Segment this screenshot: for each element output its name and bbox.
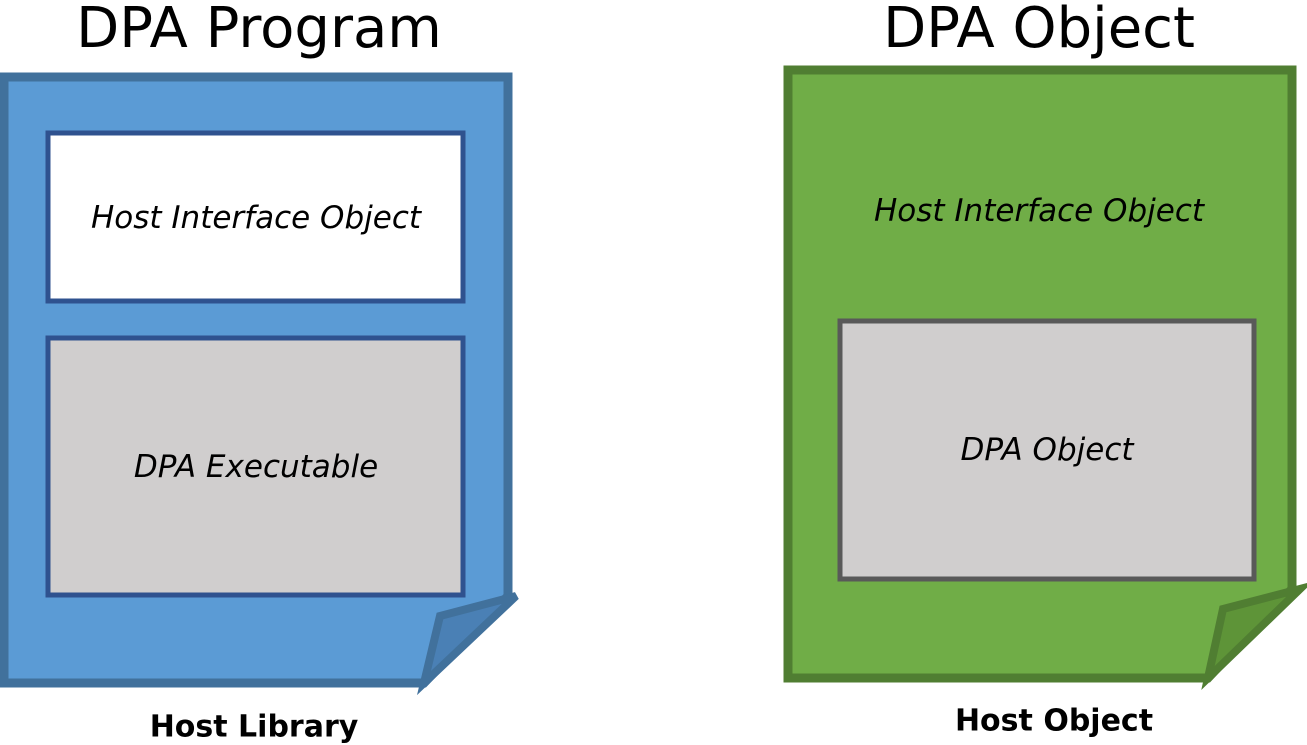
dpa-program-title: DPA Program [76,0,442,61]
dpa-object-inner-label: DPA Object [960,432,1134,468]
dpa-executable-box [45,335,466,598]
host-interface-object-box [45,130,466,304]
dpa-object-inner-box [837,318,1257,582]
dpa-executable-label: DPA Executable [133,449,379,485]
dpa-object-page-fold [1201,583,1307,691]
right-host-interface-object-label: Host Interface Object [873,193,1205,229]
host-object-caption: Host Object [954,703,1154,739]
dpa-object-document [783,65,1307,691]
dpa-program-page-fold [416,592,519,696]
host-interface-object-label: Host Interface Object [90,200,422,236]
host-library-caption: Host Library [149,709,359,745]
dpa-object-title: DPA Object [883,0,1195,61]
dpa-program-document [0,72,519,696]
